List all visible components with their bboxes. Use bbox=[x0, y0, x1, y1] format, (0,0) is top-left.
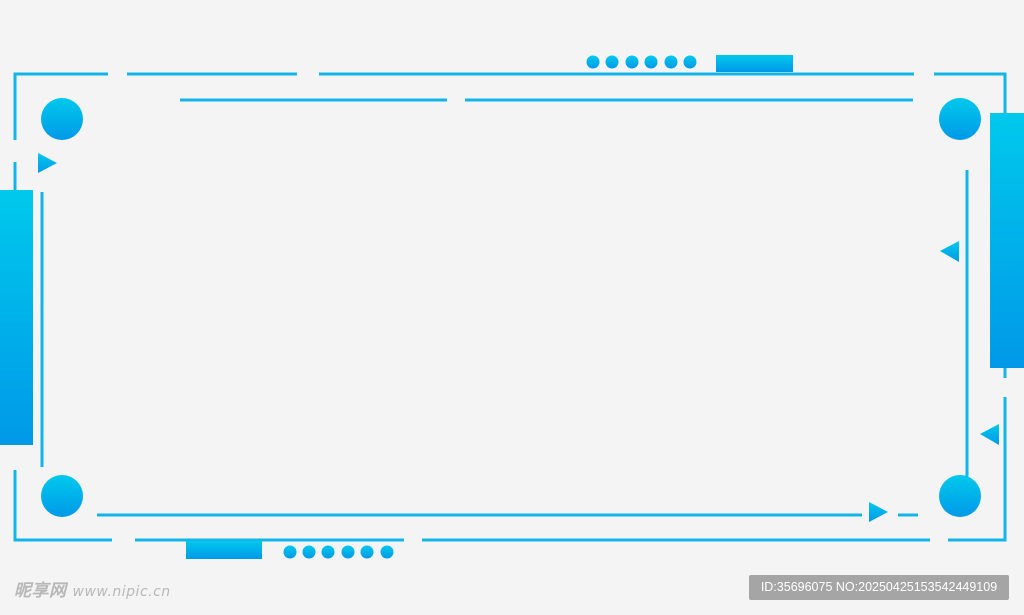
triangle-left-icon bbox=[940, 241, 959, 262]
triangle-right-icon bbox=[38, 153, 57, 173]
watermark-site-name: 昵享网 bbox=[14, 581, 67, 601]
frame-lines bbox=[13, 72, 1007, 542]
top-rect bbox=[716, 55, 793, 72]
left-bar bbox=[0, 190, 33, 445]
corner-circle bbox=[41, 475, 83, 517]
watermark-id: ID:35696075 NO:20250425153542449109 bbox=[749, 575, 1009, 600]
bottom-dots bbox=[283, 545, 394, 559]
watermark-url: www.nipic.cn bbox=[72, 584, 171, 600]
corner-circle bbox=[939, 475, 981, 517]
triangle-left-icon bbox=[980, 424, 999, 445]
triangle-right-icon bbox=[869, 502, 888, 522]
bottom-rect bbox=[186, 541, 262, 559]
decorations bbox=[0, 55, 1024, 559]
watermark-site: 昵享网 www.nipic.cn bbox=[14, 576, 171, 601]
corner-circle bbox=[939, 98, 981, 140]
top-dots bbox=[586, 55, 697, 69]
right-bar bbox=[990, 113, 1024, 368]
corner-circle bbox=[41, 98, 83, 140]
